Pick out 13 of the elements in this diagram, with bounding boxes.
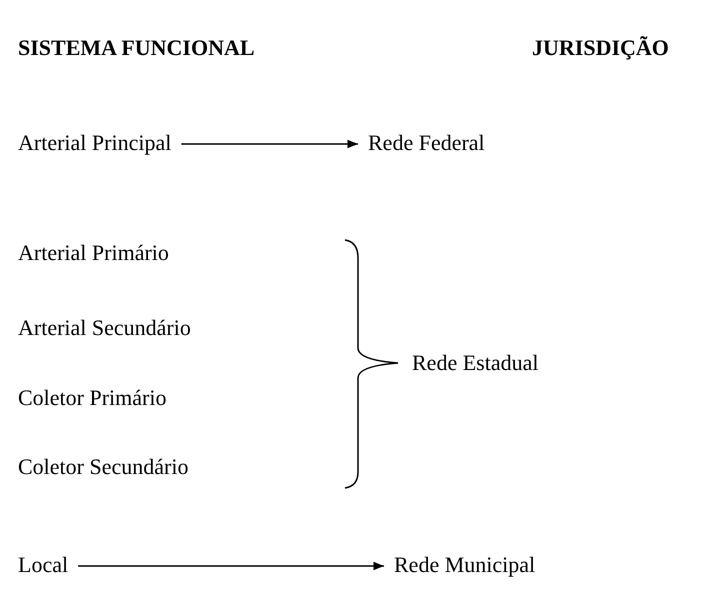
road-class-label: Arterial Principal	[8, 130, 182, 156]
road-class-label: Local	[8, 552, 78, 578]
road-class-label: Arterial Secundário	[18, 315, 191, 341]
road-class-label: Coletor Secundário	[18, 454, 188, 480]
column-heading: JURISDIÇÃO	[532, 35, 669, 61]
jurisdiction-label: Rede Municipal	[384, 552, 546, 578]
column-heading: SISTEMA FUNCIONAL	[18, 35, 255, 61]
jurisdiction-label: Rede Federal	[358, 130, 495, 156]
jurisdiction-label: Rede Estadual	[412, 350, 538, 376]
arrow	[181, 140, 358, 148]
arrow	[78, 562, 384, 570]
road-class-label: Arterial Primário	[18, 240, 169, 266]
road-class-label: Coletor Primário	[18, 385, 166, 411]
